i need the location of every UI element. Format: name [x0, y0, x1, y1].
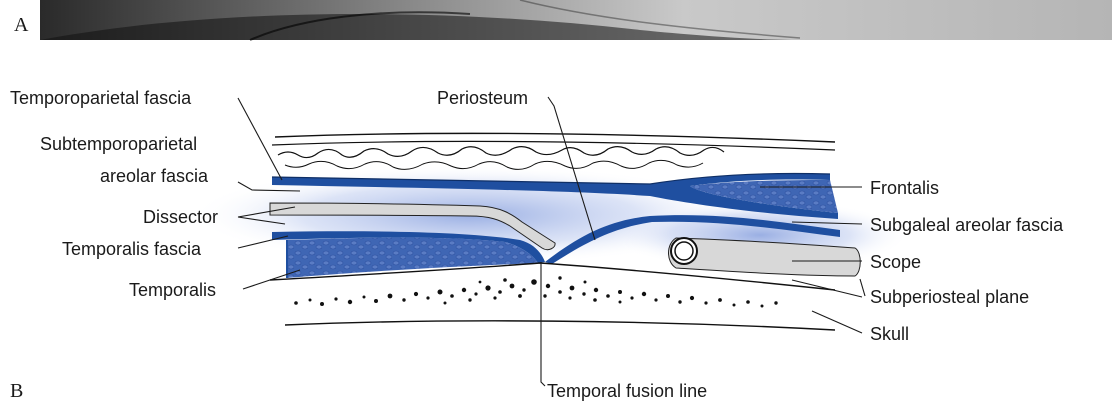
label-subtemporoparietal-line1: Subtemporoparietal [40, 134, 197, 154]
label-dissector: Dissector [143, 207, 218, 227]
label-scope: Scope [870, 252, 921, 272]
label-subtemporoparietal-line2: areolar fascia [100, 166, 209, 186]
label-skull: Skull [870, 324, 909, 344]
label-frontalis: Frontalis [870, 178, 939, 198]
panel-label-a: A [14, 14, 29, 36]
panel-a-photo [40, 0, 1112, 40]
label-periosteum: Periosteum [437, 88, 528, 108]
label-temporalis-fascia: Temporalis fascia [62, 239, 202, 259]
label-temporoparietal-fascia: Temporoparietal fascia [10, 88, 192, 108]
label-subgaleal-areolar-fascia: Subgaleal areolar fascia [870, 215, 1064, 235]
panel-label-b: B [10, 380, 23, 402]
label-subperiosteal-plane: Subperiosteal plane [870, 287, 1029, 307]
tissue-cross-section [190, 133, 910, 330]
label-temporal-fusion-line: Temporal fusion line [547, 381, 707, 401]
label-temporalis: Temporalis [129, 280, 216, 300]
